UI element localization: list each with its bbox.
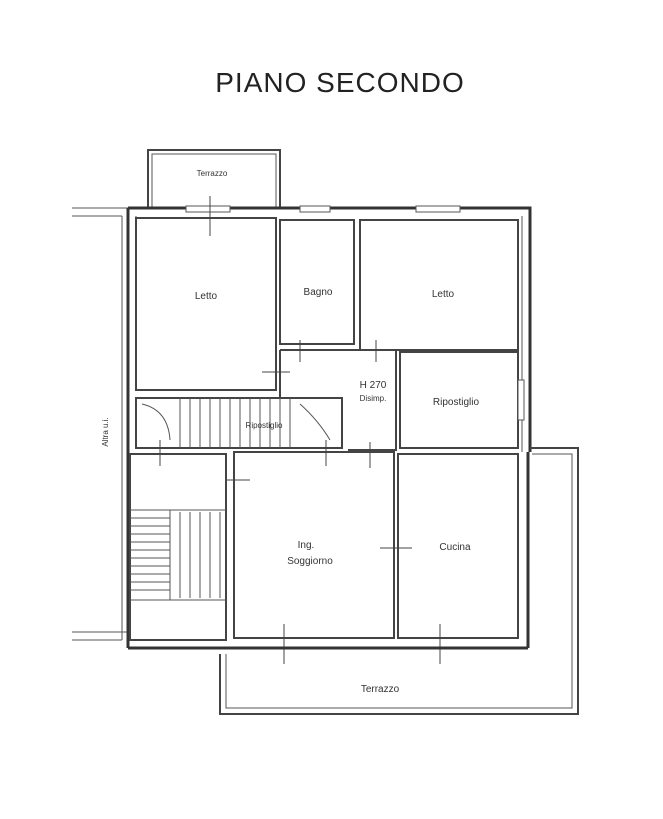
room-living: [226, 451, 412, 664]
bedroom-left-label: Letto: [195, 291, 218, 302]
room-bathroom: [279, 205, 355, 345]
terrace-bottom-label: Terrazzo: [361, 684, 400, 695]
room-bedroom-right: [359, 205, 519, 351]
entrance-label: Ing.: [298, 540, 315, 551]
hallway-label: Disimp.: [360, 394, 387, 403]
kitchen-label: Cucina: [439, 542, 471, 553]
terrace-bottom: [219, 447, 579, 715]
bathroom-label: Bagno: [304, 287, 333, 298]
room-storage-right: [399, 351, 525, 449]
storage-right-label: Ripostiglio: [433, 397, 480, 408]
plan-title: PIANO SECONDO: [215, 67, 464, 98]
bedroom-right-label: Letto: [432, 289, 455, 300]
room-bedroom-left: [135, 196, 290, 391]
stair-storage-label: Ripostiglio: [246, 421, 283, 430]
neighbour-unit-label: Altra u.i.: [101, 417, 110, 446]
room-kitchen: [397, 453, 519, 664]
living-room-label: Soggiorno: [287, 556, 333, 567]
outer-walls: [126, 206, 532, 648]
room-hallway: [279, 340, 397, 468]
hallway-height-label: H 270: [360, 380, 387, 391]
outer-walls-lower: [128, 452, 530, 650]
stair-landing: [135, 397, 343, 466]
stairwell: [129, 453, 227, 641]
neighbour-walls: [72, 207, 128, 641]
terrace-top: [147, 149, 281, 209]
terrace-top-label: Terrazzo: [197, 169, 228, 178]
